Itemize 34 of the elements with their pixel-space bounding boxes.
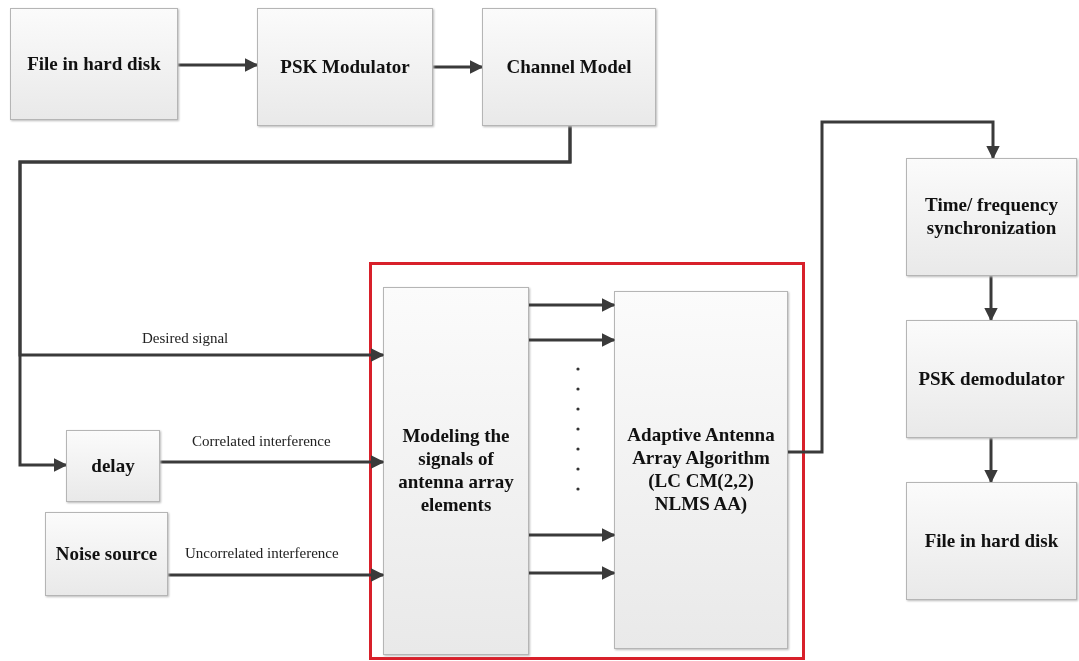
process-box	[66, 430, 160, 502]
arrow	[433, 60, 484, 74]
box-label: File in hard disk	[26, 52, 162, 76]
arrow	[529, 528, 616, 542]
process-box	[383, 287, 529, 655]
box-label: Time/ frequency synchronization	[924, 194, 1059, 240]
arrow	[984, 438, 998, 484]
box-label: PSK demodulator	[917, 367, 1066, 391]
box-label: Adaptive Antenna Array Algorithm (LC CM(2,2) NLMS AA)	[626, 424, 776, 516]
process-box	[10, 8, 178, 120]
process-box	[257, 8, 433, 126]
box-label: Channel Model	[505, 55, 633, 79]
box-label: Modeling the signals of antenna array elements	[397, 425, 515, 517]
arrow	[529, 333, 616, 347]
highlight-frame	[369, 262, 805, 660]
process-box	[482, 8, 656, 126]
edge-label: Desired signal	[140, 330, 231, 347]
box-label: PSK Modulator	[279, 55, 411, 79]
arrow	[168, 568, 385, 582]
box-label: File in hard disk	[923, 529, 1060, 553]
arrow	[529, 566, 616, 580]
arrow	[18, 126, 572, 472]
arrow	[788, 120, 1000, 454]
arrow	[984, 276, 998, 322]
arrow	[529, 298, 616, 312]
process-box	[906, 320, 1077, 438]
box-label: delay	[90, 454, 136, 478]
arrow	[178, 58, 259, 72]
arrow	[160, 455, 385, 469]
process-box	[45, 512, 168, 596]
process-box	[906, 482, 1077, 600]
process-box	[906, 158, 1077, 276]
box-label: Noise source	[54, 542, 159, 566]
process-box	[614, 291, 788, 649]
